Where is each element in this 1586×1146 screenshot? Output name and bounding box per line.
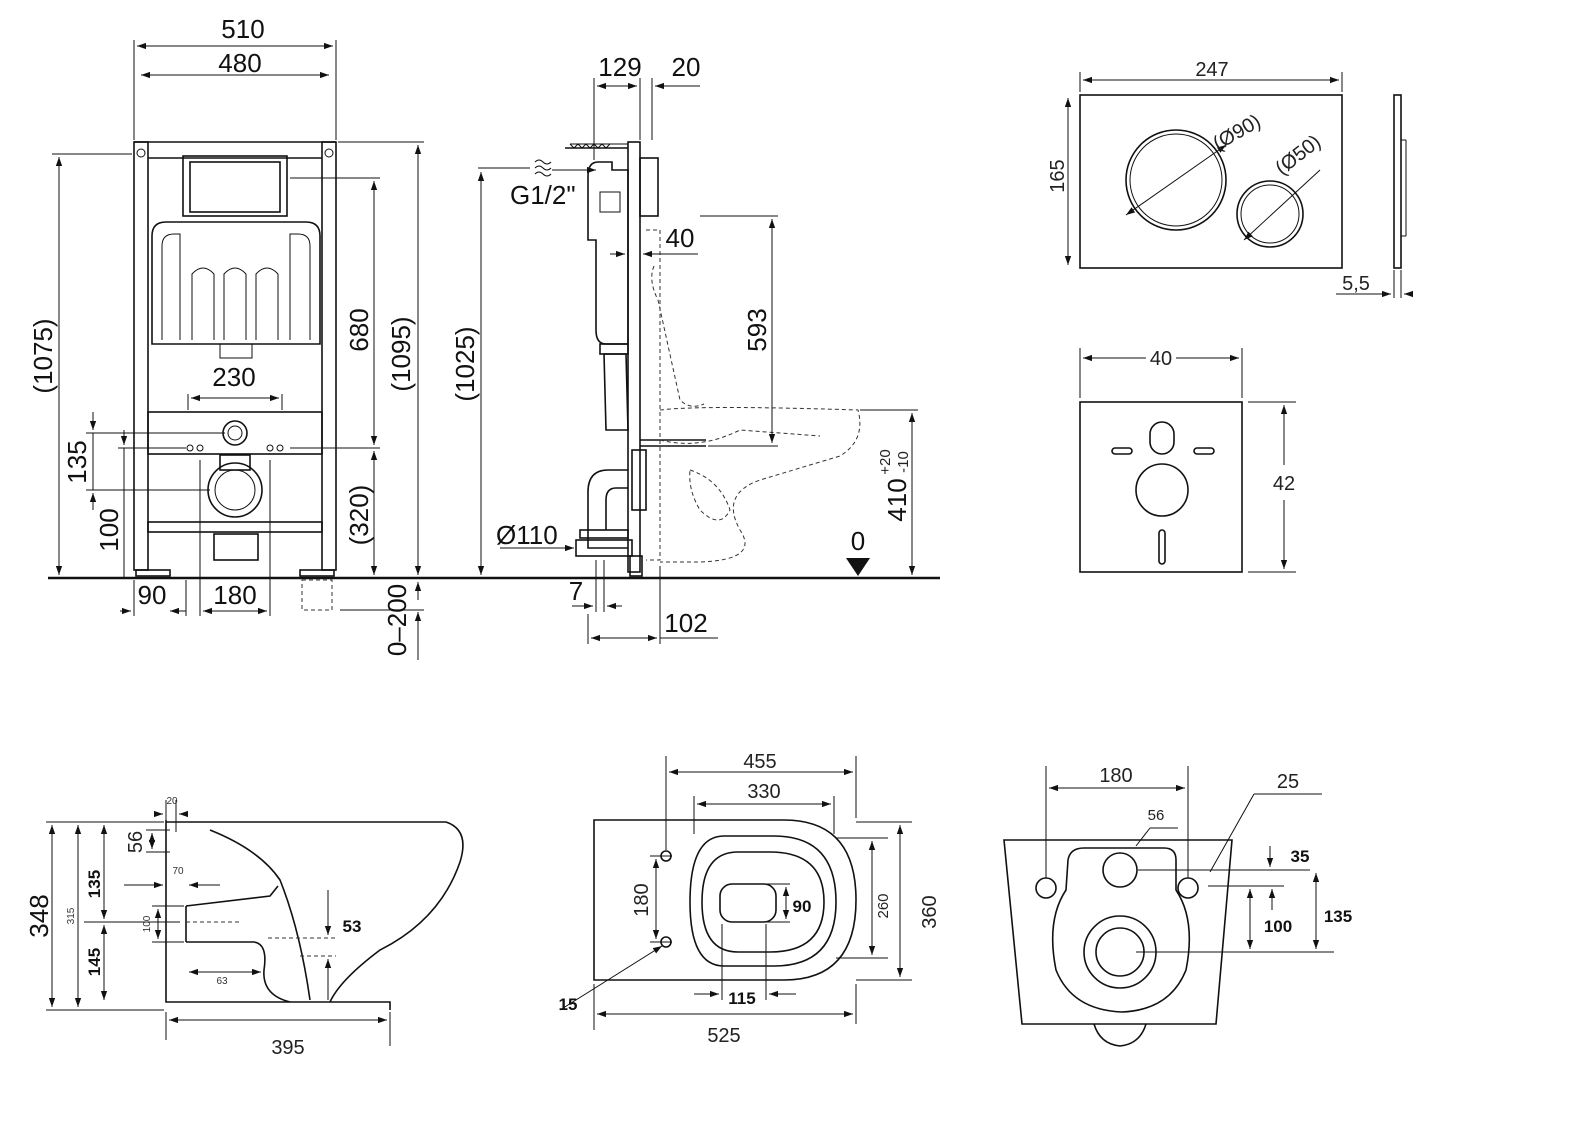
gasket-view: 40 42 (1079, 348, 1296, 573)
dim-d110: Ø110 (496, 520, 558, 550)
dim-20-side: 20 (672, 52, 701, 82)
bowl-back-view: 180 25 56 35 100 135 (1003, 765, 1352, 1047)
dim-100-back: 100 (1264, 917, 1292, 936)
dim-135-bowl: 135 (85, 870, 104, 898)
dim-56-bowl: 56 (125, 831, 147, 853)
dim-90-top: 90 (793, 897, 812, 916)
tol-minus-10: -10 (895, 451, 912, 473)
dim-42: 42 (1273, 473, 1295, 495)
dim-260: 260 (875, 893, 892, 918)
dim-348: 348 (24, 894, 54, 937)
dim-330: 330 (747, 781, 780, 803)
dim-53: 53 (343, 917, 362, 936)
dim-56-back: 56 (1148, 807, 1165, 824)
dim-35: 35 (1291, 847, 1310, 866)
dim-102: 102 (664, 608, 707, 638)
tol-plus-20: +20 (877, 449, 894, 474)
dim-1075: (1075) (28, 318, 58, 393)
dim-25: 25 (1277, 771, 1299, 793)
dim-40-side: 40 (666, 223, 695, 253)
dim-315: 315 (66, 907, 77, 924)
dim-593: 593 (742, 308, 772, 351)
dim-15: 15 (559, 995, 578, 1014)
dim-7: 7 (569, 576, 583, 606)
dim-40-gasket: 40 (1150, 348, 1172, 370)
dim-180-top: 180 (631, 883, 653, 916)
dim-135: 135 (62, 440, 92, 483)
dim-455: 455 (743, 751, 776, 773)
dim-63: 63 (216, 976, 228, 987)
dim-5-5: 5,5 (1342, 273, 1370, 295)
frame-side-view: 129 20 G1/2" 40 (1025) 593 Ø110 7 102 41… (450, 52, 918, 644)
dim-145: 145 (85, 948, 104, 976)
dim-525: 525 (707, 1025, 740, 1047)
dim-180-frame: 180 (213, 580, 256, 610)
dim-410: 410 (882, 478, 912, 521)
dim-247: 247 (1195, 59, 1228, 81)
dim-135-back: 135 (1324, 907, 1352, 926)
dim-1095: (1095) (386, 316, 416, 391)
dim-165: 165 (1047, 159, 1069, 192)
dim-d90: (Ø90) (1209, 110, 1264, 155)
dim-480: 480 (218, 48, 261, 78)
dim-230: 230 (212, 362, 255, 392)
dim-0-200: 0–200 (382, 584, 412, 656)
dim-510: 510 (221, 14, 264, 44)
dim-129: 129 (598, 52, 641, 82)
dim-100: 100 (94, 508, 124, 551)
bowl-top-view: 455 330 180 90 260 360 15 115 525 (559, 751, 941, 1047)
dim-680: 680 (344, 308, 374, 351)
bowl-side-view: 348 315 20 56 135 145 70 100 53 63 395 (24, 796, 464, 1059)
dim-360: 360 (919, 895, 941, 928)
dim-320: (320) (344, 485, 374, 546)
level-zero: 0 (851, 526, 865, 556)
pipe-g12: G1/2" (510, 180, 576, 210)
dim-115: 115 (728, 989, 755, 1008)
dim-100-bowl: 100 (142, 915, 153, 932)
dim-1025: (1025) (450, 326, 480, 401)
dim-70: 70 (172, 866, 184, 877)
frame-front-view: 510 480 (1075) 680 (320) (1095) 230 135 … (28, 14, 424, 660)
dim-180-back: 180 (1099, 765, 1132, 787)
flush-plate-view: (Ø90) (Ø50) 247 165 5,5 (1047, 59, 1413, 298)
level-marker-icon (846, 558, 870, 576)
dim-395: 395 (271, 1037, 304, 1059)
dim-20-bowl: 20 (166, 796, 178, 807)
dim-90: 90 (138, 580, 167, 610)
